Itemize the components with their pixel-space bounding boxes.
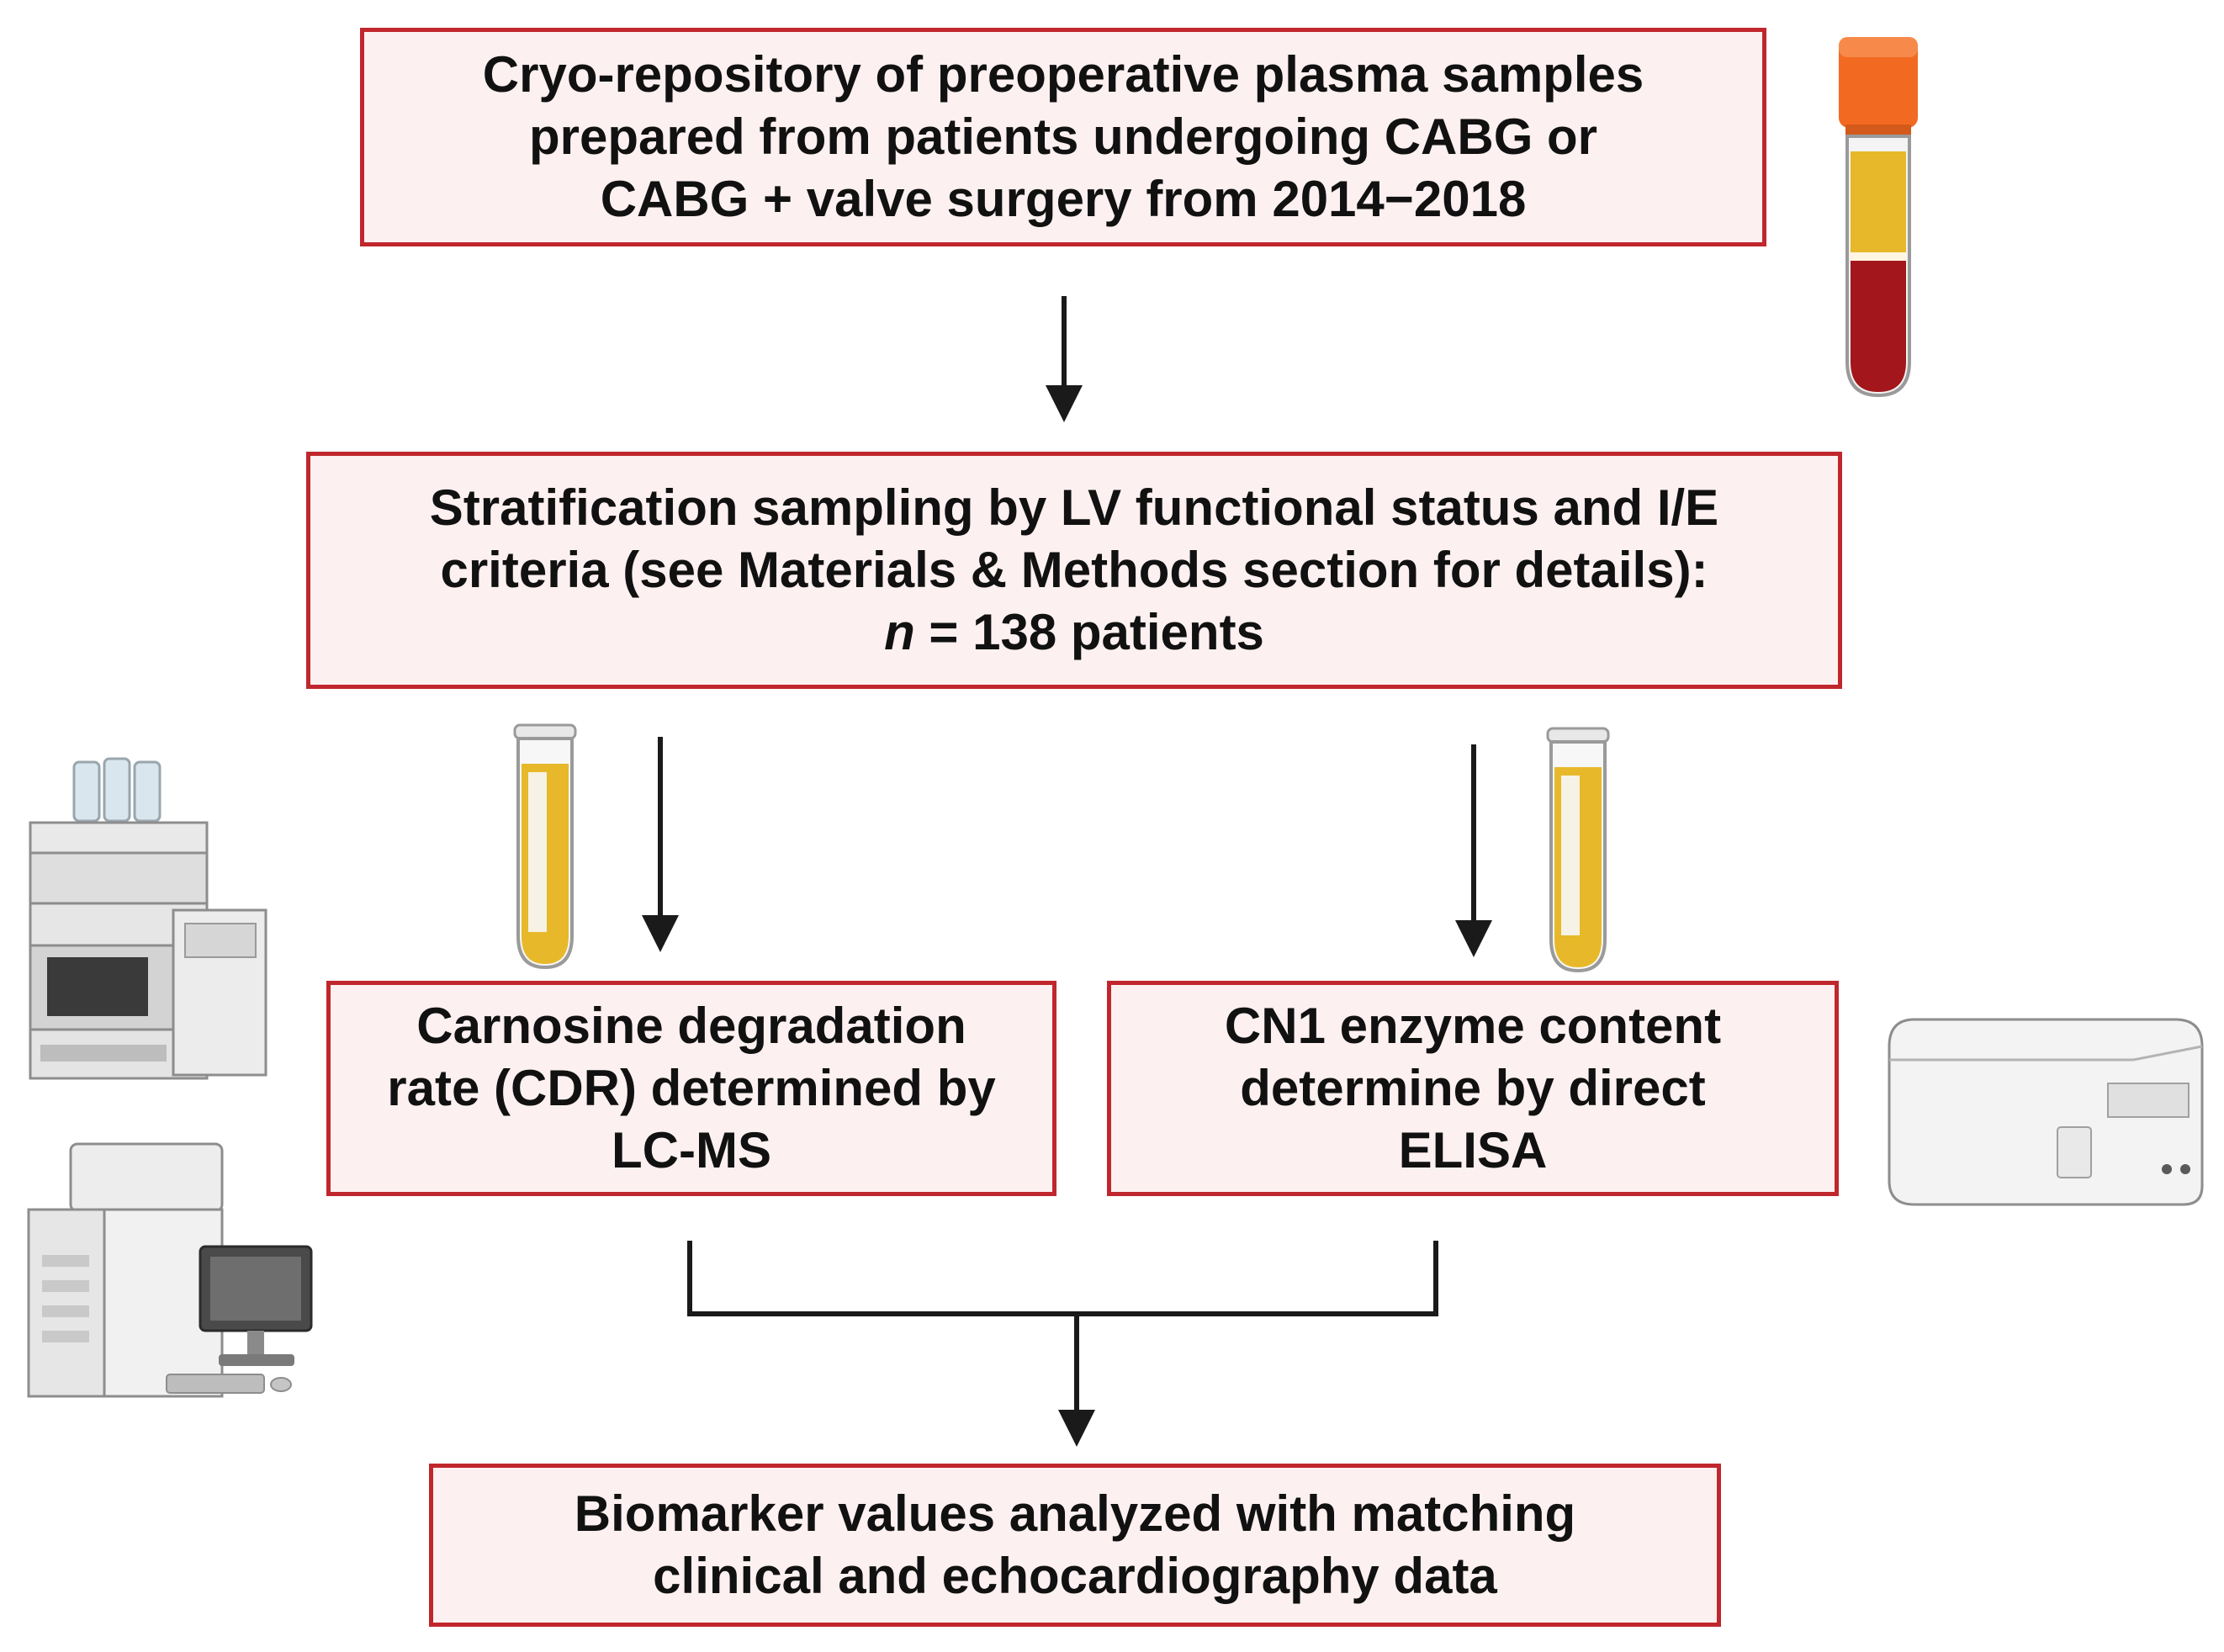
cdr-box: Carnosine degradation rate (CDR) determi… xyxy=(326,981,1056,1196)
repository-line-1: Cryo-repository of preoperative plasma s… xyxy=(482,46,1644,103)
merge-connector xyxy=(687,1241,1438,1447)
n-value: = 138 patients xyxy=(914,604,1264,660)
repository-box: Cryo-repository of preoperative plasma s… xyxy=(360,28,1766,246)
biomarker-line-1: Biomarker values analyzed with matching xyxy=(574,1485,1576,1542)
cn1-line-3: ELISA xyxy=(1398,1122,1548,1178)
plasma-tube-icon xyxy=(1546,727,1610,973)
cdr-line-3: LC-MS xyxy=(612,1122,771,1178)
biomarker-line-2: clinical and echocardiography data xyxy=(653,1548,1497,1604)
stratification-box: Stratification sampling by LV functional… xyxy=(306,452,1842,689)
stratification-sample-size: n = 138 patients xyxy=(430,601,1718,664)
plasma-tube-icon xyxy=(513,723,577,970)
cdr-line-1: Carnosine degradation xyxy=(416,998,966,1054)
cdr-line-2: rate (CDR) determined by xyxy=(387,1060,996,1116)
hplc-instrument-icon xyxy=(29,757,267,1080)
plate-reader-icon xyxy=(1888,1018,2204,1206)
cn1-line-2: determine by direct xyxy=(1240,1060,1706,1116)
mass-spectrometer-icon xyxy=(27,1142,313,1398)
cn1-box: CN1 enzyme content determine by direct E… xyxy=(1107,981,1839,1196)
arrow-stratification-to-cn1 xyxy=(1455,744,1492,957)
stratification-line-2: criteria (see Materials & Methods sectio… xyxy=(440,542,1708,598)
biomarker-box: Biomarker values analyzed with matching … xyxy=(429,1464,1721,1627)
stratification-line-1: Stratification sampling by LV functional… xyxy=(429,479,1719,536)
repository-line-2: prepared from patients undergoing CABG o… xyxy=(528,109,1598,165)
arrow-stratification-to-cdr xyxy=(642,737,679,952)
repository-line-3: CABG + valve surgery from 2014−2018 xyxy=(600,171,1527,227)
arrow-repository-to-stratification xyxy=(1046,296,1083,422)
n-symbol: n xyxy=(884,604,915,660)
cn1-line-1: CN1 enzyme content xyxy=(1224,998,1722,1054)
blood-tube-icon xyxy=(1839,37,1918,398)
